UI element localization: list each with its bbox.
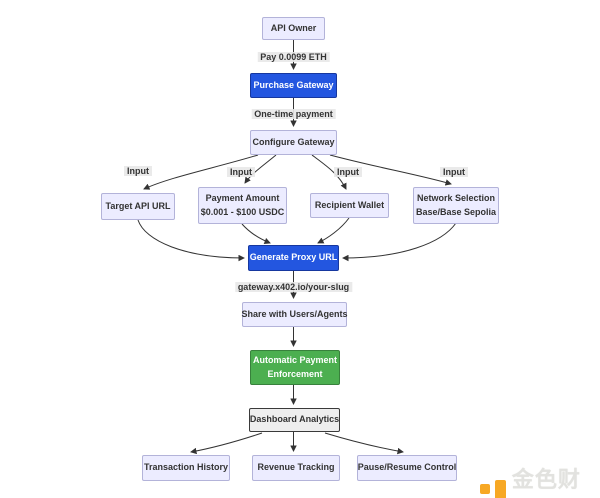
node-pause-resume-control: Pause/Resume Control xyxy=(357,455,457,481)
edge-label-input-1: Input xyxy=(124,166,152,176)
node-automatic-payment-enforcement: Automatic Payment Enforcement xyxy=(250,350,340,385)
node-recipient-wallet: Recipient Wallet xyxy=(310,193,389,218)
edge-configure-target xyxy=(143,154,259,190)
edge-recipient-generate xyxy=(317,217,350,244)
node-share-with-users-label: Share with Users/Agents xyxy=(241,308,348,319)
node-recipient-wallet-label: Recipient Wallet xyxy=(314,199,385,210)
node-network-selection: Network Selection Base/Base Sepolia xyxy=(413,187,499,224)
node-payment-amount-line2: $0.001 - $100 USDC xyxy=(200,206,285,217)
jinse-logo-icon xyxy=(480,479,506,498)
node-transaction-history-label: Transaction History xyxy=(143,462,229,473)
node-dashboard-analytics-label: Dashboard Analytics xyxy=(249,414,340,425)
node-target-api-url: Target API URL xyxy=(101,193,175,220)
node-network-selection-line2: Base/Base Sepolia xyxy=(415,206,497,217)
node-generate-proxy-url-label: Generate Proxy URL xyxy=(249,252,338,263)
jinse-watermark: 金色财经 xyxy=(480,462,600,498)
node-transaction-history: Transaction History xyxy=(142,455,230,481)
edge-dashboard-transactions xyxy=(190,432,263,455)
edge-label-one-time-payment: One-time payment xyxy=(251,109,336,119)
edge-target-generate xyxy=(137,219,245,262)
node-network-selection-line1: Network Selection xyxy=(416,193,496,204)
jinse-watermark-text: 金色财经 xyxy=(511,467,581,492)
node-target-api-url-label: Target API URL xyxy=(105,200,171,211)
node-purchase-gateway-label: Purchase Gateway xyxy=(253,79,334,90)
node-api-owner: API Owner xyxy=(262,17,325,40)
edge-payment-generate xyxy=(241,223,271,244)
edge-configure-network xyxy=(329,154,452,186)
node-configure-gateway-label: Configure Gateway xyxy=(252,136,335,147)
node-api-owner-label: API Owner xyxy=(270,22,317,33)
edge-label-proxy-slug: gateway.x402.io/your-slug xyxy=(234,282,353,292)
edge-configure-recipient xyxy=(311,154,347,190)
node-revenue-tracking-label: Revenue Tracking xyxy=(257,462,335,473)
edge-dashboard-pause xyxy=(324,432,404,455)
node-payment-amount-line1: Payment Amount xyxy=(205,193,280,204)
edge-label-pay-eth: Pay 0.0099 ETH xyxy=(257,52,330,62)
edge-label-input-2: Input xyxy=(227,167,255,177)
node-enforcement-line1: Automatic Payment xyxy=(252,355,338,366)
node-payment-amount: Payment Amount $0.001 - $100 USDC xyxy=(198,187,287,224)
node-pause-resume-control-label: Pause/Resume Control xyxy=(357,462,457,473)
edge-label-input-4: Input xyxy=(440,167,468,177)
edge-label-input-3: Input xyxy=(334,167,362,177)
node-share-with-users: Share with Users/Agents xyxy=(241,302,348,327)
node-dashboard-analytics: Dashboard Analytics xyxy=(249,408,340,432)
node-revenue-tracking: Revenue Tracking xyxy=(252,455,340,481)
node-generate-proxy-url: Generate Proxy URL xyxy=(248,245,339,271)
edge-network-generate xyxy=(342,222,457,262)
node-enforcement-line2: Enforcement xyxy=(267,368,323,379)
edge-configure-payment xyxy=(244,154,277,184)
node-configure-gateway: Configure Gateway xyxy=(250,130,337,155)
node-purchase-gateway: Purchase Gateway xyxy=(250,73,337,98)
